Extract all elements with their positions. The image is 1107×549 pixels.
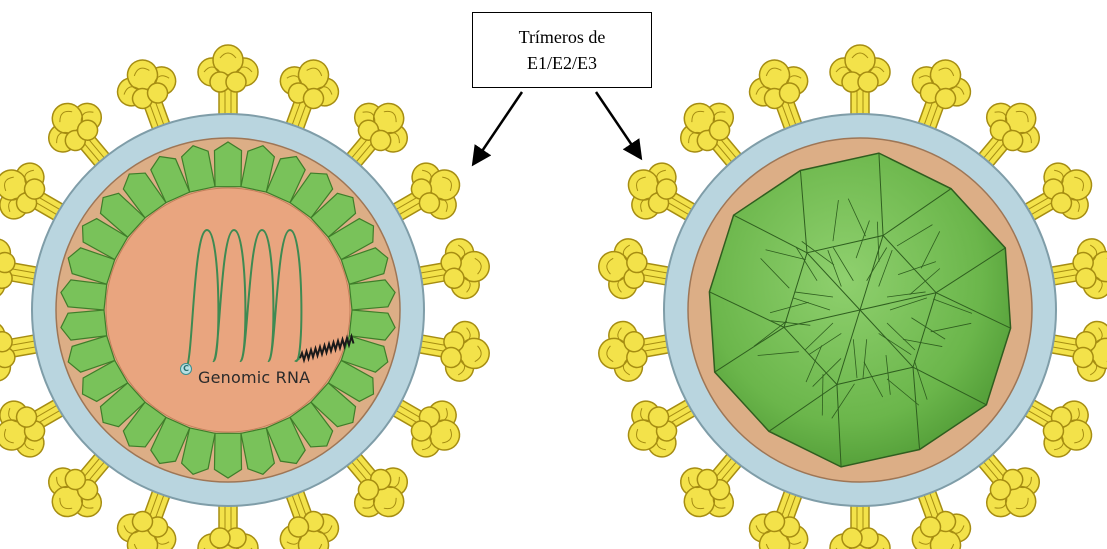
- callout-box: Trímeros de E1/E2/E3: [472, 12, 652, 88]
- left-core: [106, 188, 350, 432]
- arrow-to-left-spikes: [474, 92, 522, 163]
- right-virion-surface: [594, 45, 1107, 549]
- capsid-segment: [61, 310, 107, 340]
- capsid-segment: [214, 142, 241, 187]
- capsid-segment: [214, 433, 241, 478]
- capsid-segment: [349, 280, 395, 310]
- callout-line-2: E1/E2/E3: [527, 50, 597, 76]
- arrow-to-right-spikes: [596, 92, 640, 157]
- left-virion-cross-section: [0, 45, 494, 549]
- genomic-rna-label: Genomic RNA: [198, 368, 310, 387]
- callout-line-1: Trímeros de: [519, 24, 606, 50]
- capsid-segment: [61, 280, 107, 310]
- c-terminus-marker: C: [180, 363, 192, 375]
- capsid-segment: [349, 310, 395, 340]
